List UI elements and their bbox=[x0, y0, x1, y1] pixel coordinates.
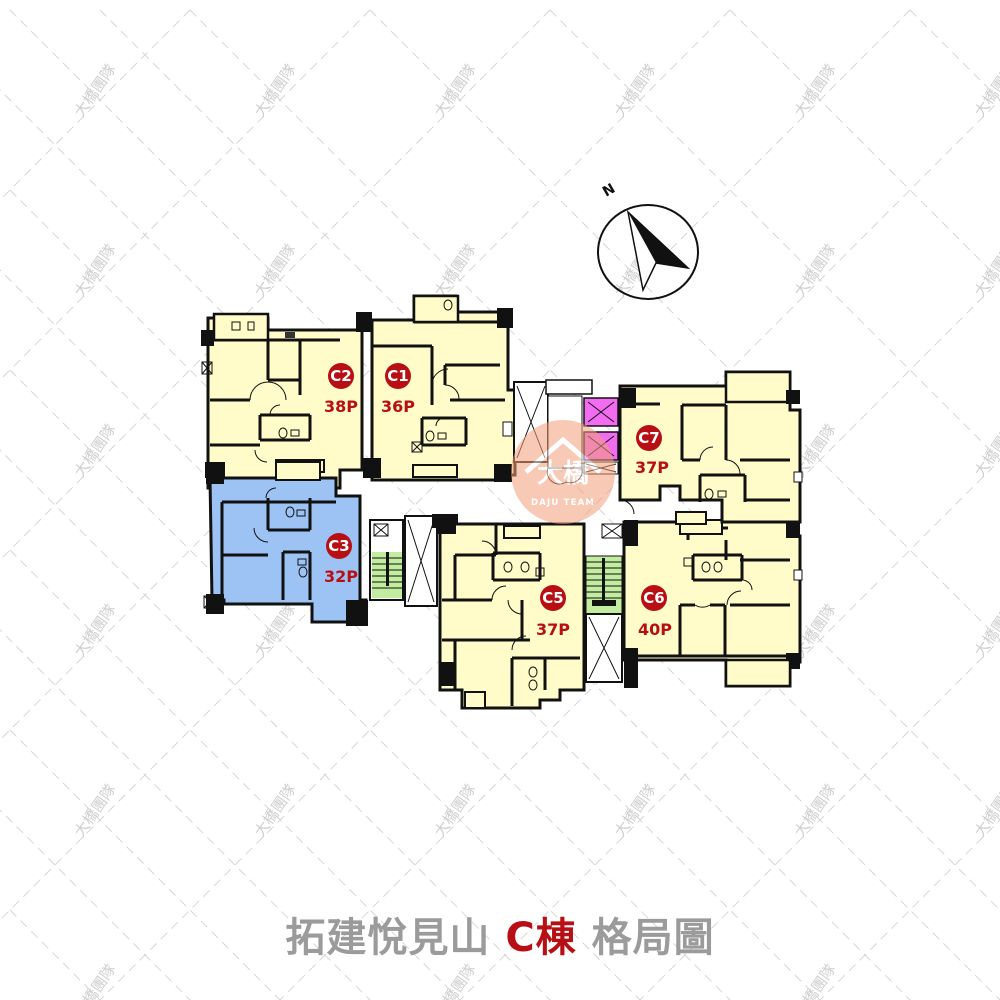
page-title: 拓建悅見山 C棟 格局圖 bbox=[0, 908, 1000, 968]
svg-text:C1: C1 bbox=[387, 367, 408, 385]
north-arrow-icon: N bbox=[597, 181, 699, 300]
logo-glyph: 大橋 bbox=[537, 459, 590, 489]
unit-c3[interactable]: C3 32P bbox=[203, 461, 368, 626]
unit-badge bbox=[540, 585, 566, 611]
svg-text:C2: C2 bbox=[330, 367, 351, 385]
title-suffix: 格局圖 bbox=[591, 915, 715, 961]
svg-text:C3: C3 bbox=[328, 537, 349, 555]
unit-c5-label: C5 37P bbox=[536, 585, 570, 639]
unit-c6[interactable]: C6 40P bbox=[622, 498, 803, 688]
stairwell-west bbox=[369, 519, 404, 601]
unit-c6-label: C6 40P bbox=[638, 585, 672, 639]
svg-text:C6: C6 bbox=[643, 589, 664, 607]
unit-c7[interactable]: C7 37P bbox=[618, 370, 803, 525]
unit-badge bbox=[326, 533, 352, 559]
unit-c7-label: C7 37P bbox=[635, 425, 669, 477]
unit-badge bbox=[636, 425, 662, 451]
svg-text:C5: C5 bbox=[542, 589, 563, 607]
svg-text:C7: C7 bbox=[638, 429, 659, 447]
svg-text:37P: 37P bbox=[635, 458, 669, 477]
unit-c5[interactable]: C5 37P bbox=[436, 516, 586, 710]
unit-c2-label: C2 38P bbox=[324, 363, 358, 416]
building-name: C棟 bbox=[505, 915, 577, 961]
stairwell-east bbox=[585, 523, 623, 683]
unit-c1-label: C1 36P bbox=[381, 363, 415, 416]
unit-c3-label: C3 32P bbox=[324, 533, 358, 586]
svg-text:32P: 32P bbox=[324, 567, 358, 586]
svg-text:DAJU TEAM: DAJU TEAM bbox=[531, 498, 595, 508]
unit-badge bbox=[641, 585, 667, 611]
elevator-1 bbox=[583, 397, 619, 427]
svg-text:40P: 40P bbox=[638, 620, 672, 639]
svg-text:38P: 38P bbox=[324, 397, 358, 416]
project-name: 拓建悅見山 bbox=[285, 915, 491, 961]
unit-c1[interactable]: C1 36P bbox=[363, 294, 517, 482]
svg-text:36P: 36P bbox=[381, 397, 415, 416]
unit-badge bbox=[385, 363, 411, 389]
svg-text:37P: 37P bbox=[536, 620, 570, 639]
daju-team-logo: 大橋 DAJU TEAM bbox=[511, 420, 615, 524]
unit-badge bbox=[328, 363, 354, 389]
north-label: N bbox=[600, 181, 618, 201]
